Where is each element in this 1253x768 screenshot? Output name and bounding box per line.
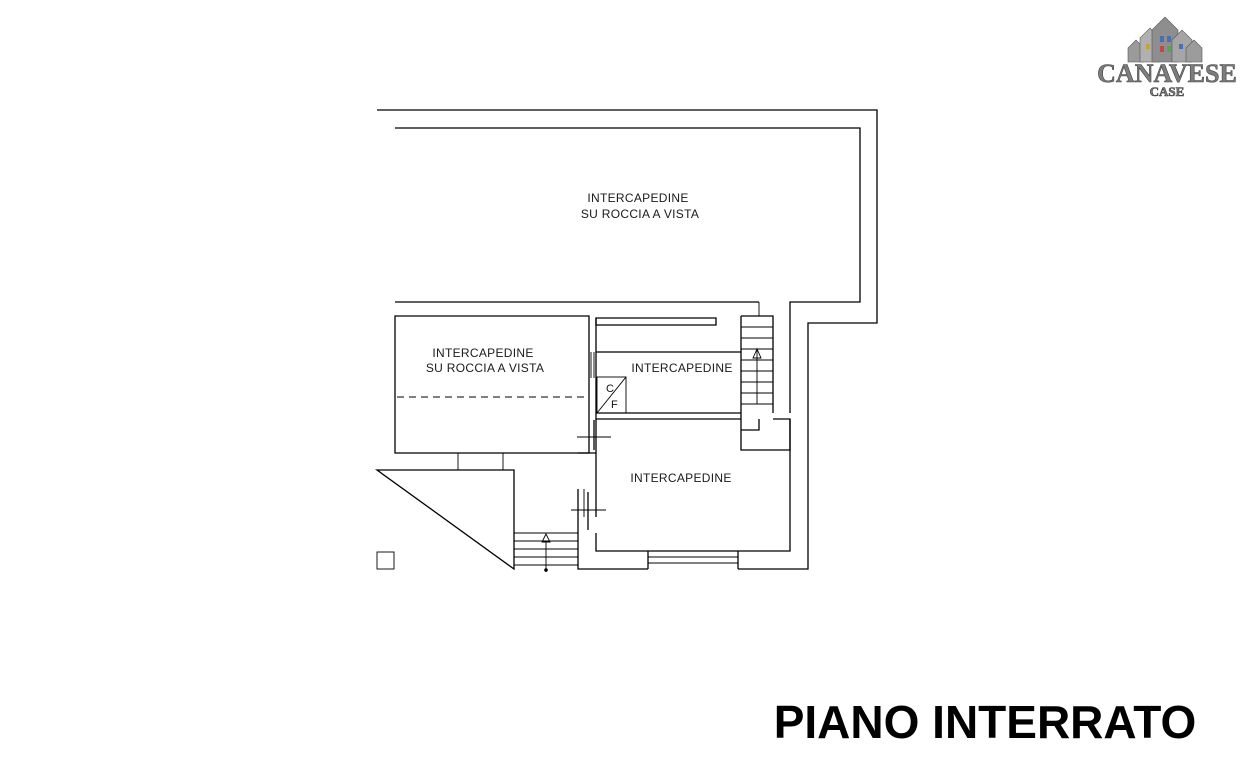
small-square: [376, 551, 395, 570]
stairs-up-arrow-icon: [752, 347, 762, 359]
canavese-case-logo: CANAVESE CASE: [1097, 16, 1237, 99]
bottom-room-wall: [595, 418, 791, 552]
left-room-wall: [394, 315, 590, 454]
top-room-label-1: INTERCAPEDINE: [587, 191, 688, 205]
logo-line1: CANAVESE: [1097, 59, 1237, 88]
stairs-up-arrow-icon: [541, 532, 551, 543]
outer-wall: [374, 109, 878, 571]
houses-logo-icon: [1127, 16, 1203, 63]
cf-top-label: C: [606, 383, 614, 395]
logo-line2: CASE: [1150, 84, 1185, 99]
middle-room-label: INTERCAPEDINE: [631, 361, 732, 375]
stairs-right: [740, 315, 791, 451]
cf-bottom-label: F: [611, 399, 618, 411]
cf-fixture: C F: [596, 376, 627, 414]
middle-room-wall-inner: [595, 318, 741, 453]
bottom-window: [647, 551, 739, 569]
top-room-wall: [395, 127, 861, 413]
left-room-label-2: SU ROCCIA A VISTA: [426, 361, 544, 375]
top-room-label-2: SU ROCCIA A VISTA: [581, 207, 699, 221]
section-mark: [571, 420, 611, 530]
stairs-bottom: [514, 532, 578, 572]
bottom-room-label: INTERCAPEDINE: [630, 471, 731, 485]
plan-title: PIANO INTERRATO: [774, 696, 1197, 748]
middle-room-wall: [595, 317, 717, 326]
left-room-label-1: INTERCAPEDINE: [432, 346, 533, 360]
